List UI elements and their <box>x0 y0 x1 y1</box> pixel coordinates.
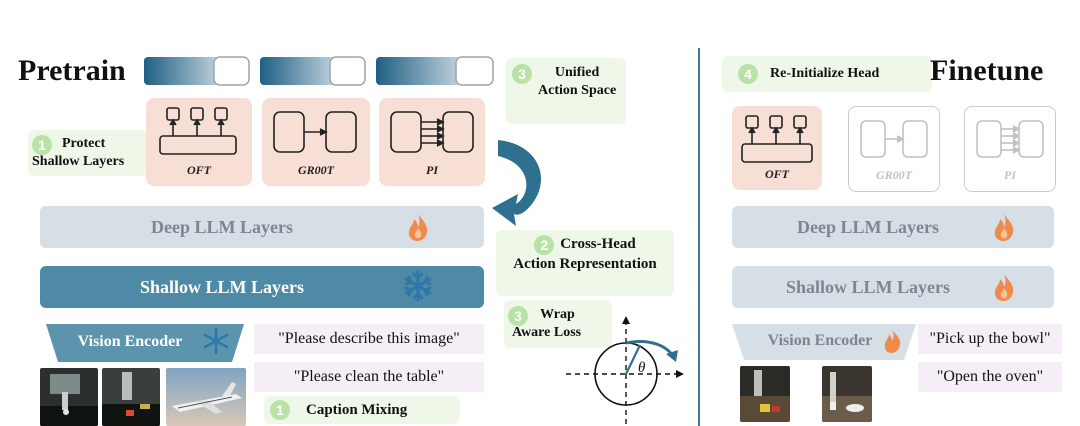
vision-encoder-shape <box>46 324 244 362</box>
layer-label: Shallow LLM Layers <box>785 276 950 297</box>
head-label: OFT <box>765 167 789 181</box>
snowflake-icon <box>404 270 432 302</box>
note-number: 3 <box>508 306 528 326</box>
head-pi: PI <box>379 98 485 186</box>
note-caption-mixing: 1 Caption Mixing <box>264 396 460 424</box>
finetune-head-pi: PI <box>964 106 1056 192</box>
robot-scene-image <box>102 368 160 426</box>
note-protect-shallow: 1 Protect Shallow Layers <box>28 130 148 176</box>
note-number: 3 <box>512 64 532 84</box>
pi-head-icon <box>976 120 1044 158</box>
note-line2: Action Space <box>538 83 617 98</box>
prompt-pick-bowl: "Pick up the bowl" <box>918 324 1062 354</box>
prompt-open-oven: "Open the oven" <box>918 362 1062 392</box>
pi-head-icon <box>390 111 474 153</box>
note-line1: Re-Initialize Head <box>770 66 880 81</box>
head-label: PI <box>1004 168 1016 182</box>
note-line1: Caption Mixing <box>306 402 408 418</box>
flame-icon <box>884 330 901 353</box>
note-line2: Action Representation <box>513 256 657 272</box>
layer-label: Deep LLM Layers <box>797 216 939 237</box>
note-number: 4 <box>738 64 758 84</box>
prompt-clean: "Please clean the table" <box>254 362 484 392</box>
note-line2: Shallow Layers <box>32 154 125 169</box>
head-oft: OFT <box>146 98 252 186</box>
robot-scene-image <box>740 366 790 422</box>
flame-icon <box>408 214 428 241</box>
head-label: PI <box>426 163 438 177</box>
note-wrap-aware-loss: 3 Wrap Aware Loss <box>504 300 612 348</box>
pretrain-vision-encoder: Vision Encoder <box>40 322 220 362</box>
head-label: GR00T <box>298 163 334 177</box>
vision-encoder-label: Vision Encoder <box>767 332 873 349</box>
note-reinitialize-head: 4 Re-Initialize Head <box>722 56 932 92</box>
layer-label: Shallow LLM Layers <box>139 276 304 297</box>
bar-oft <box>144 56 250 86</box>
wrap-angle-diagram: θ <box>566 316 684 424</box>
pretrain-shallow-layers: Shallow LLM Layers <box>40 266 484 308</box>
finetune-title: Finetune <box>930 54 1044 87</box>
snowflake-icon <box>203 327 229 355</box>
prompt-describe: "Please describe this image" <box>254 324 484 354</box>
finetune-head-groot: GR00T <box>848 106 940 192</box>
robot-scene-image <box>40 368 98 426</box>
pretrain-title: Pretrain <box>18 54 126 87</box>
vision-encoder-label: Vision Encoder <box>77 333 183 350</box>
note-unified-action-space: 3 Unified Action Space <box>506 58 626 124</box>
robot-scene-image <box>822 366 872 422</box>
finetune-head-oft: OFT <box>732 106 822 190</box>
layer-label: Deep LLM Layers <box>151 216 293 237</box>
head-groot: GR00T <box>262 98 370 186</box>
note-line1: Protect <box>62 136 106 151</box>
theta-label: θ <box>638 360 646 376</box>
finetune-vision-encoder: Vision Encoder <box>740 322 900 360</box>
note-number: 2 <box>534 235 555 255</box>
note-cross-head: 2 Cross-Head Action Representation <box>496 230 674 296</box>
section-divider <box>698 48 700 426</box>
action-space-bars <box>144 56 494 86</box>
curved-arrow-icon <box>492 140 542 226</box>
pretrain-deep-layers: Deep LLM Layers <box>40 206 484 248</box>
groot-head-icon <box>860 120 928 158</box>
note-number: 1 <box>270 400 290 420</box>
flame-icon <box>994 274 1014 301</box>
vision-encoder-shape <box>732 324 916 360</box>
note-line2: Aware Loss <box>512 325 582 340</box>
note-line1: Cross-Head <box>560 236 636 252</box>
oft-head-icon <box>741 115 813 163</box>
note-number: 1 <box>32 135 52 155</box>
groot-head-icon <box>273 111 357 153</box>
note-line1: Wrap <box>540 307 575 322</box>
note-line1: Unified <box>554 65 600 80</box>
airplane-image <box>166 368 246 426</box>
head-label: OFT <box>187 163 211 177</box>
flame-icon <box>994 214 1014 241</box>
bar-pi <box>376 56 494 86</box>
oft-head-icon <box>159 107 237 155</box>
head-label: GR00T <box>876 168 912 182</box>
bar-groot <box>260 56 366 86</box>
